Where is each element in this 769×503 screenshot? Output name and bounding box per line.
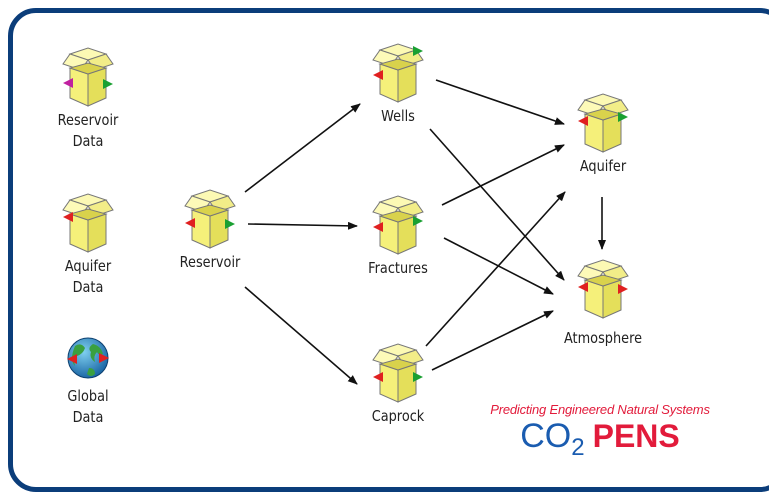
open-box-icon	[184, 189, 236, 249]
open-box-icon	[577, 259, 629, 319]
edge-fractures-aquifer	[441, 144, 565, 206]
node-caprock[interactable]: Caprock	[348, 342, 448, 427]
edge-reservoir-caprock	[244, 286, 358, 385]
node-atmosphere[interactable]: Atmosphere	[553, 258, 653, 349]
open-box-icon	[62, 193, 114, 253]
edge-wells-atmosphere	[429, 128, 565, 281]
edge-wells-aquifer	[435, 79, 565, 125]
logo-co2: CO2	[520, 417, 584, 461]
node-aquifer-data[interactable]: Aquifer Data	[38, 192, 138, 298]
logo-tagline: Predicting Engineered Natural Systems	[490, 402, 710, 417]
open-box-icon	[372, 195, 424, 255]
node-label: Wells	[381, 107, 415, 125]
edge-reservoir-fractures	[247, 221, 358, 230]
node-label: Reservoir	[179, 253, 241, 271]
node-wells[interactable]: Wells	[348, 42, 448, 127]
edge-caprock-aquifer	[425, 191, 566, 347]
node-reservoir-data[interactable]: Reservoir Data	[38, 46, 138, 152]
node-label: Global Data	[67, 387, 109, 426]
open-box-icon	[577, 93, 629, 153]
node-label: Atmosphere	[563, 329, 643, 347]
open-box-icon	[372, 43, 424, 103]
open-box-icon	[372, 343, 424, 403]
node-global-data[interactable]: Global Data	[38, 334, 138, 428]
edge-caprock-atmosphere	[431, 310, 554, 371]
node-label: Aquifer	[579, 157, 627, 175]
node-label: Caprock	[371, 407, 425, 425]
open-box-icon	[62, 47, 114, 107]
node-label: Fractures	[368, 259, 428, 277]
node-aquifer[interactable]: Aquifer	[553, 92, 653, 177]
node-label: Aquifer Data	[64, 257, 112, 296]
logo-co2-text: CO	[520, 417, 572, 455]
logo-co2-subscript: 2	[571, 434, 585, 461]
edge-reservoir-wells	[244, 103, 361, 193]
co2-pens-logo: Predicting Engineered Natural Systems CO…	[478, 402, 722, 462]
globe-icon	[67, 337, 109, 379]
logo-pens: PENS	[592, 418, 680, 454]
node-label: Reservoir Data	[57, 111, 119, 150]
node-fractures[interactable]: Fractures	[348, 194, 448, 279]
node-reservoir[interactable]: Reservoir	[160, 188, 260, 273]
